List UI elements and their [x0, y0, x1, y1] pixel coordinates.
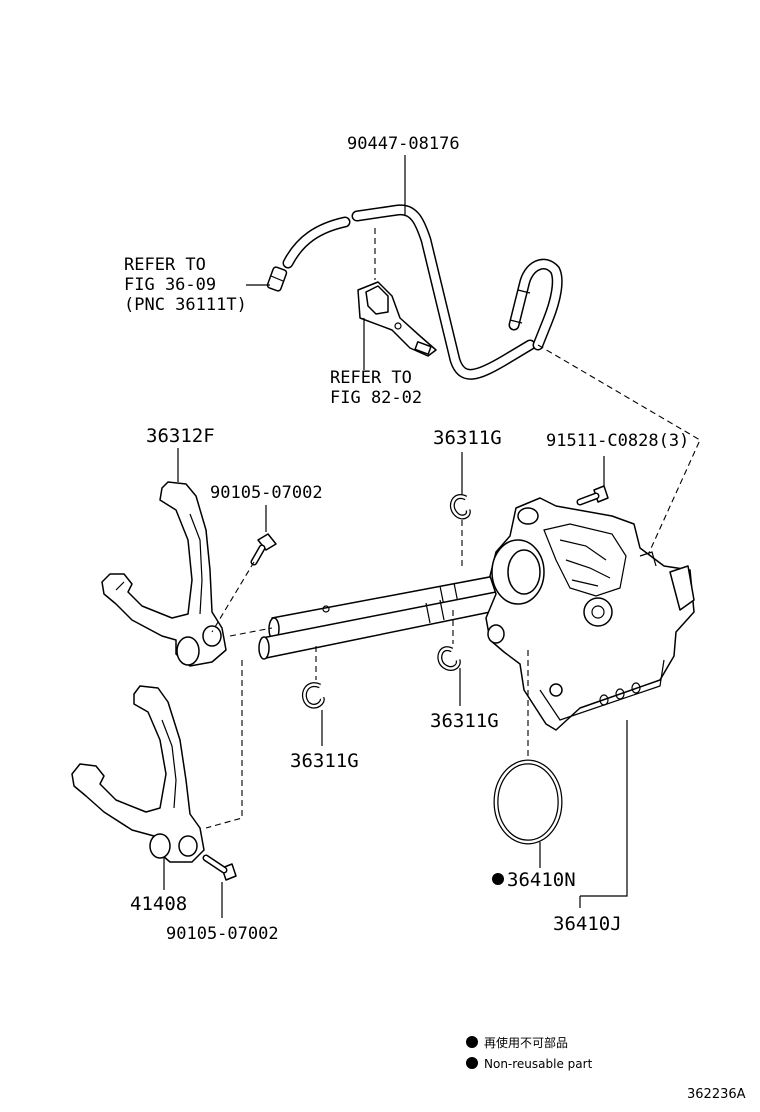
label-refer-fig82-line1: REFER TO: [330, 368, 412, 388]
shift-housing: [485, 497, 695, 731]
label-bolt-upper: 90105-07002: [210, 483, 323, 503]
hose-bracket: [357, 281, 437, 357]
shift-fork-upper: [101, 481, 227, 667]
legend-english: Non-reusable part: [484, 1057, 593, 1071]
label-hose: 90447-08176: [347, 134, 460, 154]
bolt-upper: [250, 533, 277, 566]
label-housing: 36410J: [553, 913, 622, 935]
breather-hose: [282, 204, 563, 380]
bolt-lower: [202, 854, 237, 881]
label-snap-ring-mid: 36311G: [430, 710, 499, 732]
snap-ring-mid: [437, 646, 461, 671]
label-refer-fig82-line2: FIG 82-02: [330, 388, 422, 408]
legend-japanese: 再使用不可部品: [484, 1035, 568, 1050]
legend-marker-ja: [466, 1036, 478, 1048]
legend-marker-en: [466, 1057, 478, 1069]
hose-union-fitting: [266, 266, 288, 292]
bolt-top-right: [576, 485, 609, 506]
shift-fork-lower: [71, 685, 205, 863]
label-bolt-top-right: 91511-C0828(3): [546, 431, 689, 451]
label-fork-lower: 41408: [130, 893, 187, 915]
non-reusable-marker: [492, 873, 504, 885]
label-o-ring: 36410N: [507, 869, 576, 891]
shift-shafts: [258, 571, 521, 660]
figure-id: 362236A: [687, 1087, 746, 1102]
label-bolt-lower: 90105-07002: [166, 924, 279, 944]
snap-ring-left: [302, 682, 325, 709]
label-refer-fig36-line1: REFER TO: [124, 255, 206, 275]
label-refer-fig36-line2: FIG 36-09: [124, 275, 216, 295]
label-fork-upper: 36312F: [146, 425, 215, 447]
label-refer-fig36-line3: (PNC 36111T): [124, 295, 247, 315]
label-snap-ring-top: 36311G: [433, 427, 502, 449]
o-ring: [493, 759, 563, 845]
label-snap-ring-left: 36311G: [290, 750, 359, 772]
snap-ring-top: [449, 494, 471, 520]
legend: 再使用不可部品 Non-reusable part: [466, 1035, 593, 1071]
